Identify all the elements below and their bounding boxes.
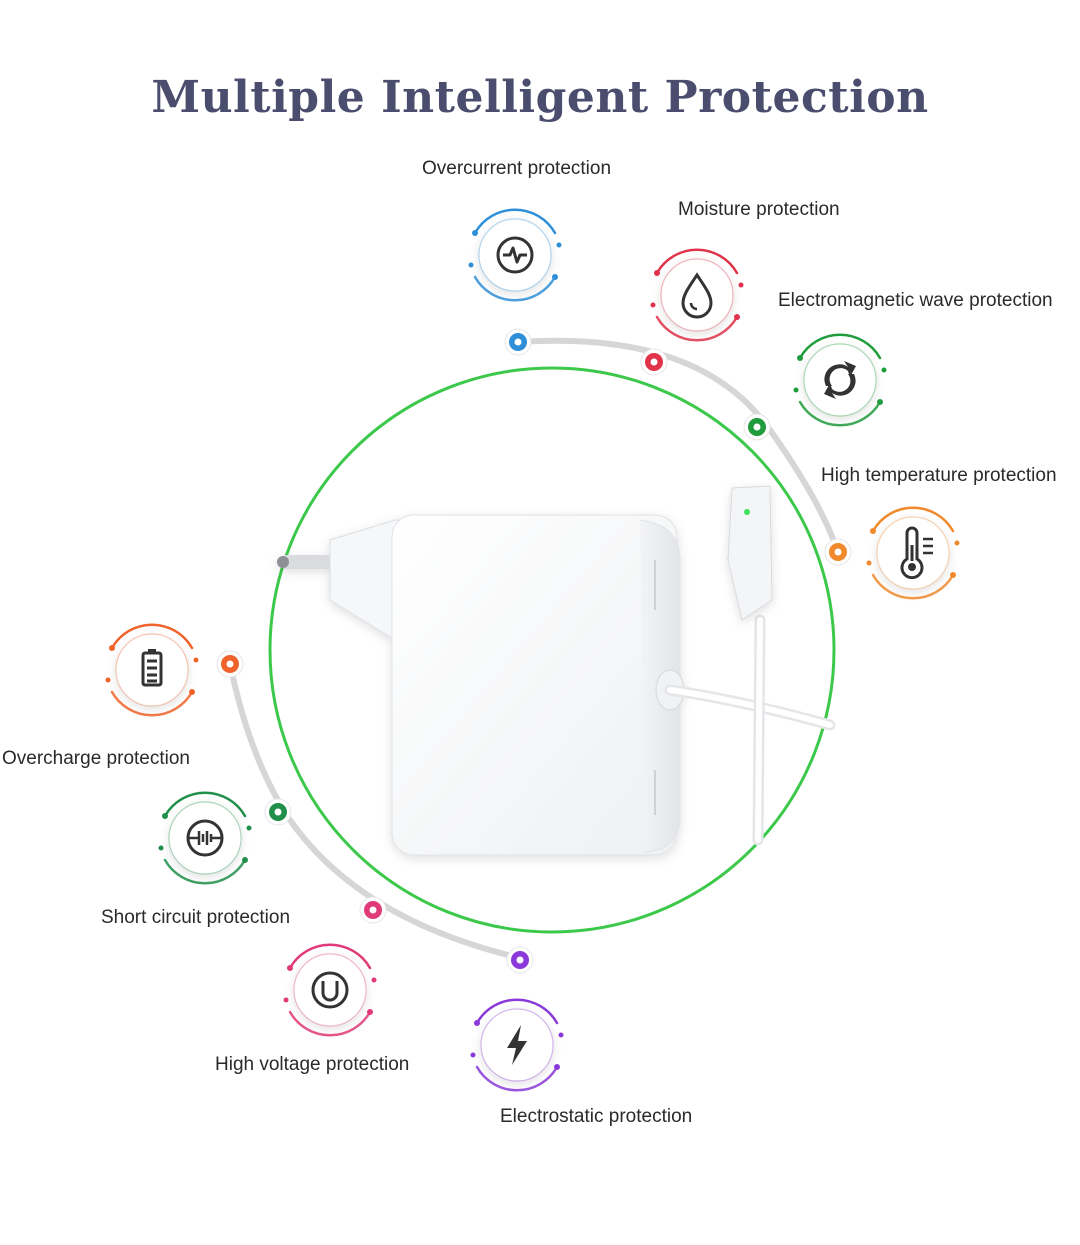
label-high-temperature: High temperature protection <box>821 465 1057 486</box>
magsafe-connector <box>727 485 773 621</box>
track-dot <box>640 348 668 376</box>
thermometer-icon <box>866 506 960 600</box>
label-short-circuit: Short circuit protection <box>101 907 291 928</box>
track-dot <box>504 328 532 356</box>
u-circle-icon <box>283 943 377 1037</box>
pulse-icon <box>468 208 562 302</box>
track-dot <box>359 896 387 924</box>
label-moisture: Moisture protection <box>678 199 840 220</box>
green-ring <box>268 366 836 934</box>
arc-track-top <box>515 337 841 555</box>
track-dot <box>743 413 771 441</box>
lightning-icon <box>470 998 564 1092</box>
label-electrostatic: Electrostatic protection <box>500 1106 693 1127</box>
recycle-arrows-icon <box>793 333 887 427</box>
label-overcurrent: Overcurrent protection <box>422 158 612 179</box>
arc-track-left <box>227 661 523 961</box>
battery-icon <box>105 623 199 717</box>
track-dot <box>264 798 292 826</box>
label-electromagnetic: Electromagnetic wave protection <box>778 290 1053 311</box>
circuit-icon <box>158 791 252 885</box>
water-drop-icon <box>650 248 744 342</box>
label-overcharge: Overcharge protection <box>2 748 190 769</box>
power-adapter <box>277 514 685 856</box>
page-title: Multiple Intelligent Protection <box>151 72 929 123</box>
label-high-voltage: High voltage protection <box>215 1054 410 1075</box>
track-dot <box>216 650 244 678</box>
track-dot <box>506 946 534 974</box>
track-dot <box>824 538 852 566</box>
